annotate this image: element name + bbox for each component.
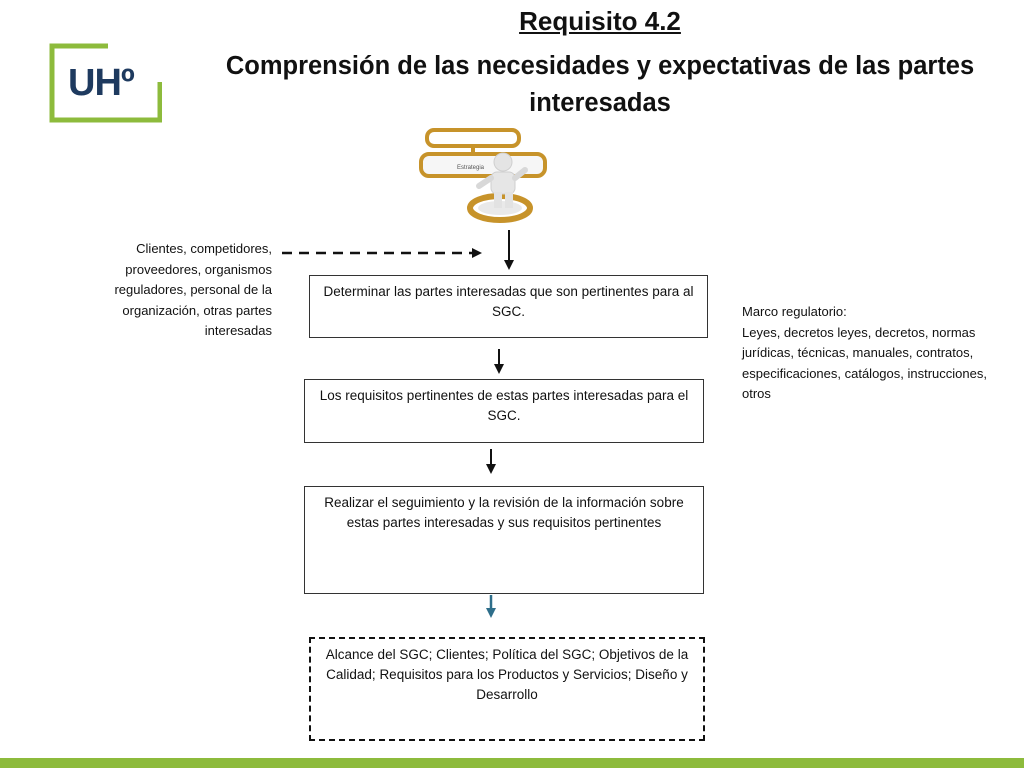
logo-text: UHº bbox=[68, 62, 135, 104]
step-identify-stakeholders: Determinar las partes interesadas que so… bbox=[309, 275, 708, 338]
sign-label: Estrategia bbox=[457, 165, 485, 171]
logo-frame-icon bbox=[49, 43, 163, 123]
regulatory-note-body: Leyes, decretos leyes, decretos, normas … bbox=[742, 324, 987, 402]
step-monitor-review: Realizar el seguimiento y la revisión de… bbox=[304, 486, 704, 594]
person-with-signs-illustration: Estrategia bbox=[415, 122, 555, 224]
stakeholders-note: Clientes, competidores, proveedores, org… bbox=[114, 241, 272, 338]
bottom-accent-bar bbox=[0, 758, 1024, 768]
output-box: Alcance del SGC; Clientes; Política del … bbox=[309, 637, 705, 741]
regulatory-note: Marco regulatorio: Leyes, decretos leyes… bbox=[742, 302, 1002, 405]
regulatory-note-heading: Marco regulatorio: bbox=[742, 304, 847, 319]
logo: UHº bbox=[48, 42, 163, 124]
person-icon bbox=[419, 128, 547, 223]
step-stakeholder-requirements: Los requisitos pertinentes de estas part… bbox=[304, 379, 704, 443]
slide-subtitle: Comprensión de las necesidades y expecta… bbox=[225, 52, 975, 117]
slide-title: Requisito 4.2 bbox=[519, 6, 681, 36]
